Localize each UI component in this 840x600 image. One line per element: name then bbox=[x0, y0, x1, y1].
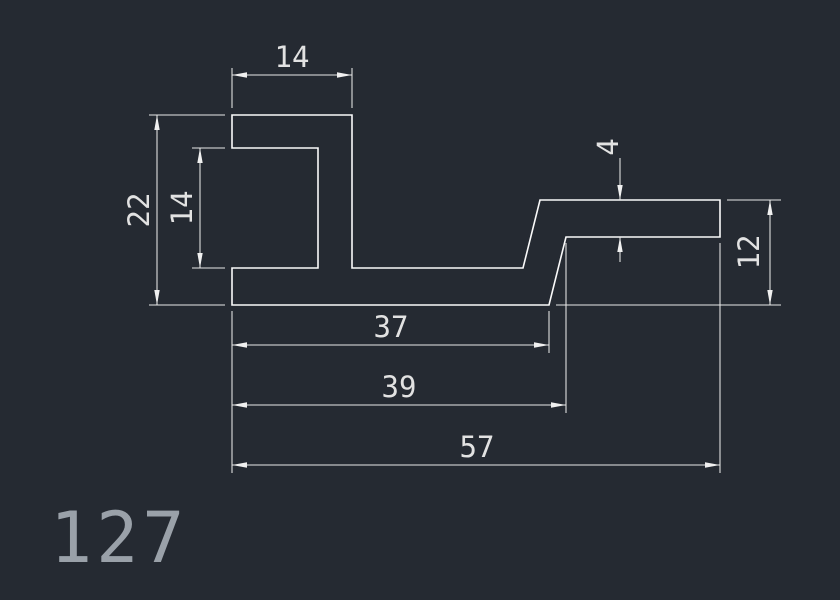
arrowhead-icon bbox=[534, 342, 549, 348]
arrowhead-icon bbox=[232, 342, 247, 348]
profile-outline bbox=[231, 114, 721, 306]
arrowhead-icon bbox=[197, 253, 203, 268]
dimension-text: 14 bbox=[165, 191, 199, 226]
dimension-inner-height: 14 bbox=[165, 147, 225, 269]
dimension-text: 37 bbox=[374, 310, 409, 344]
dimension-text: 12 bbox=[732, 235, 766, 270]
dimension-overall-width: 57 bbox=[232, 243, 721, 473]
arrowhead-icon bbox=[705, 462, 720, 468]
dimension-text: 39 bbox=[382, 370, 417, 404]
dimension-text: 57 bbox=[460, 430, 495, 464]
arrowhead-icon bbox=[767, 200, 773, 215]
arrowhead-icon bbox=[617, 185, 623, 200]
dimension-top-width: 14 bbox=[231, 40, 353, 108]
dimension-text: 14 bbox=[275, 40, 310, 74]
dimension-bottom-step: 39 bbox=[232, 243, 567, 413]
dimension-text: 22 bbox=[122, 193, 156, 228]
dimension-overall-height: 22 bbox=[122, 114, 225, 306]
dimension-right-height: 12 bbox=[556, 199, 781, 306]
arrowhead-icon bbox=[337, 72, 352, 78]
profile bbox=[231, 114, 721, 306]
arrowhead-icon bbox=[767, 290, 773, 305]
arrowhead-icon bbox=[551, 402, 566, 408]
drawing-title: 127 bbox=[50, 497, 188, 579]
arrowhead-icon bbox=[197, 148, 203, 163]
arrowhead-icon bbox=[154, 115, 160, 130]
dimension-bottom-flat: 37 bbox=[232, 310, 550, 353]
dimension-flange-thickness: 4 bbox=[591, 138, 625, 262]
arrowhead-icon bbox=[232, 402, 247, 408]
arrowhead-icon bbox=[617, 237, 623, 252]
arrowhead-icon bbox=[154, 290, 160, 305]
arrowhead-icon bbox=[232, 462, 247, 468]
dimension-text: 4 bbox=[591, 138, 625, 155]
arrowhead-icon bbox=[232, 72, 247, 78]
